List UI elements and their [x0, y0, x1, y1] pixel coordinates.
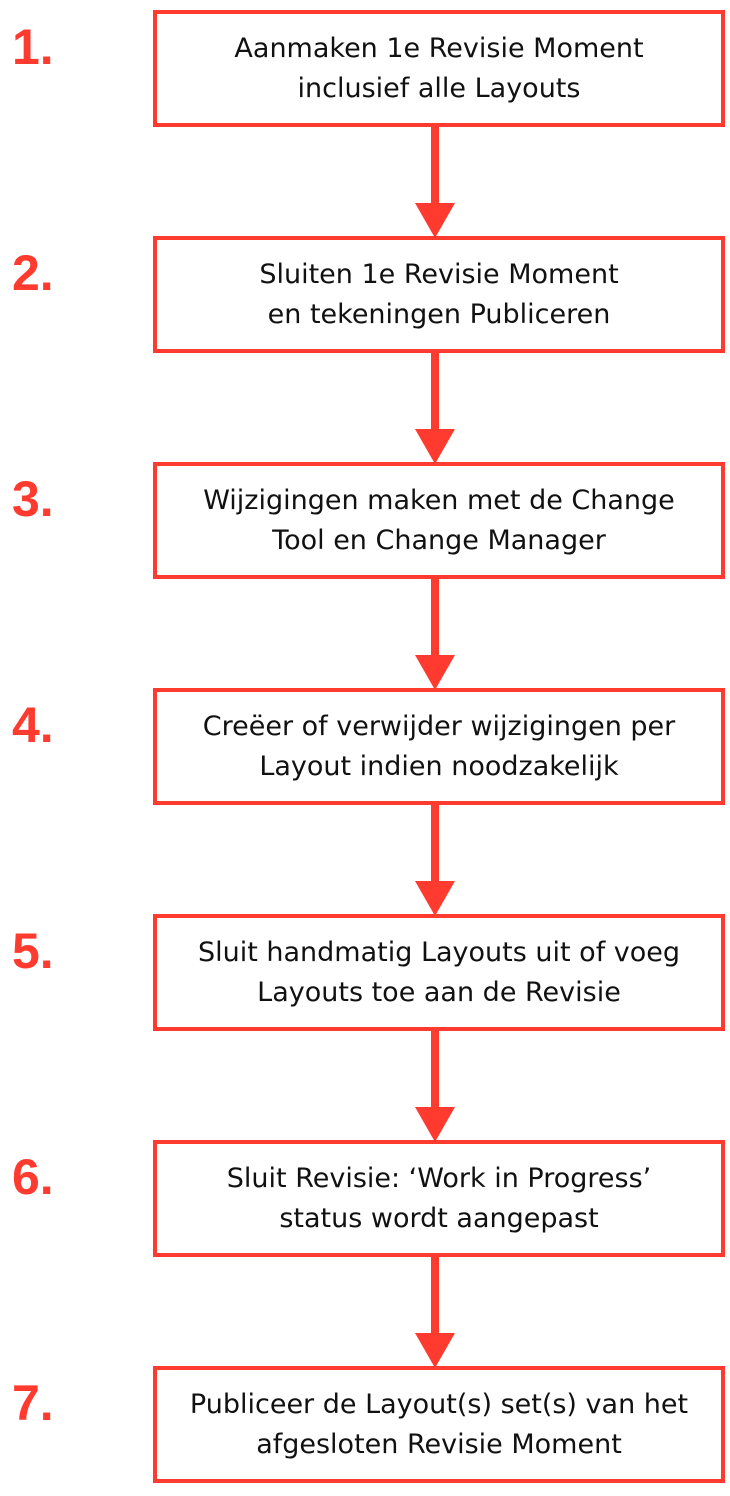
step-5-line-2: Layouts toe aan de Revisie [257, 976, 621, 1008]
step-5-number: 5. [12, 923, 54, 979]
step-1-number: 1. [12, 19, 54, 75]
step-2-line-2: en tekeningen Publiceren [267, 298, 611, 330]
step-7-line-1: Publiceer de Layout(s) set(s) van het [189, 1388, 689, 1420]
arrow-down-icon-4 [415, 805, 455, 916]
arrow-down-icon-6 [415, 1257, 455, 1368]
step-7-box: Publiceer de Layout(s) set(s) van het af… [153, 1366, 725, 1483]
step-4-line-2: Layout indien noodzakelijk [259, 750, 619, 782]
step-7-number: 7. [12, 1375, 54, 1431]
arrow-down-icon-3 [415, 579, 455, 690]
step-2-box: Sluiten 1e Revisie Moment en tekeningen … [153, 236, 725, 353]
step-1-box: Aanmaken 1e Revisie Moment inclusief all… [153, 10, 725, 127]
step-3-box: Wijzigingen maken met de Change Tool en … [153, 462, 725, 579]
step-4-box: Creëer of verwijder wijzigingen per Layo… [153, 688, 725, 805]
arrow-down-icon-2 [415, 353, 455, 464]
step-6-box: Sluit Revisie: ‘Work in Progress’ status… [153, 1140, 725, 1257]
step-5-box: Sluit handmatig Layouts uit of voeg Layo… [153, 914, 725, 1031]
step-4-line-1: Creëer of verwijder wijzigingen per [202, 710, 676, 742]
step-5-line-1: Sluit handmatig Layouts uit of voeg [197, 936, 681, 968]
step-3-number: 3. [12, 471, 54, 527]
step-6-line-1: Sluit Revisie: ‘Work in Progress’ [226, 1162, 652, 1194]
step-6-number: 6. [12, 1149, 54, 1205]
step-2-number: 2. [12, 245, 54, 301]
step-2-line-1: Sluiten 1e Revisie Moment [259, 258, 619, 290]
step-1-line-2: inclusief alle Layouts [297, 72, 581, 104]
step-6-line-2: status wordt aangepast [279, 1202, 599, 1234]
arrow-down-icon-5 [415, 1031, 455, 1142]
step-3-line-1: Wijzigingen maken met de Change [203, 484, 675, 516]
step-3-line-2: Tool en Change Manager [272, 524, 606, 556]
step-1-line-1: Aanmaken 1e Revisie Moment [234, 32, 644, 64]
step-7-line-2: afgesloten Revisie Moment [256, 1428, 622, 1460]
step-4-number: 4. [12, 697, 54, 753]
arrow-down-icon-1 [415, 127, 455, 238]
